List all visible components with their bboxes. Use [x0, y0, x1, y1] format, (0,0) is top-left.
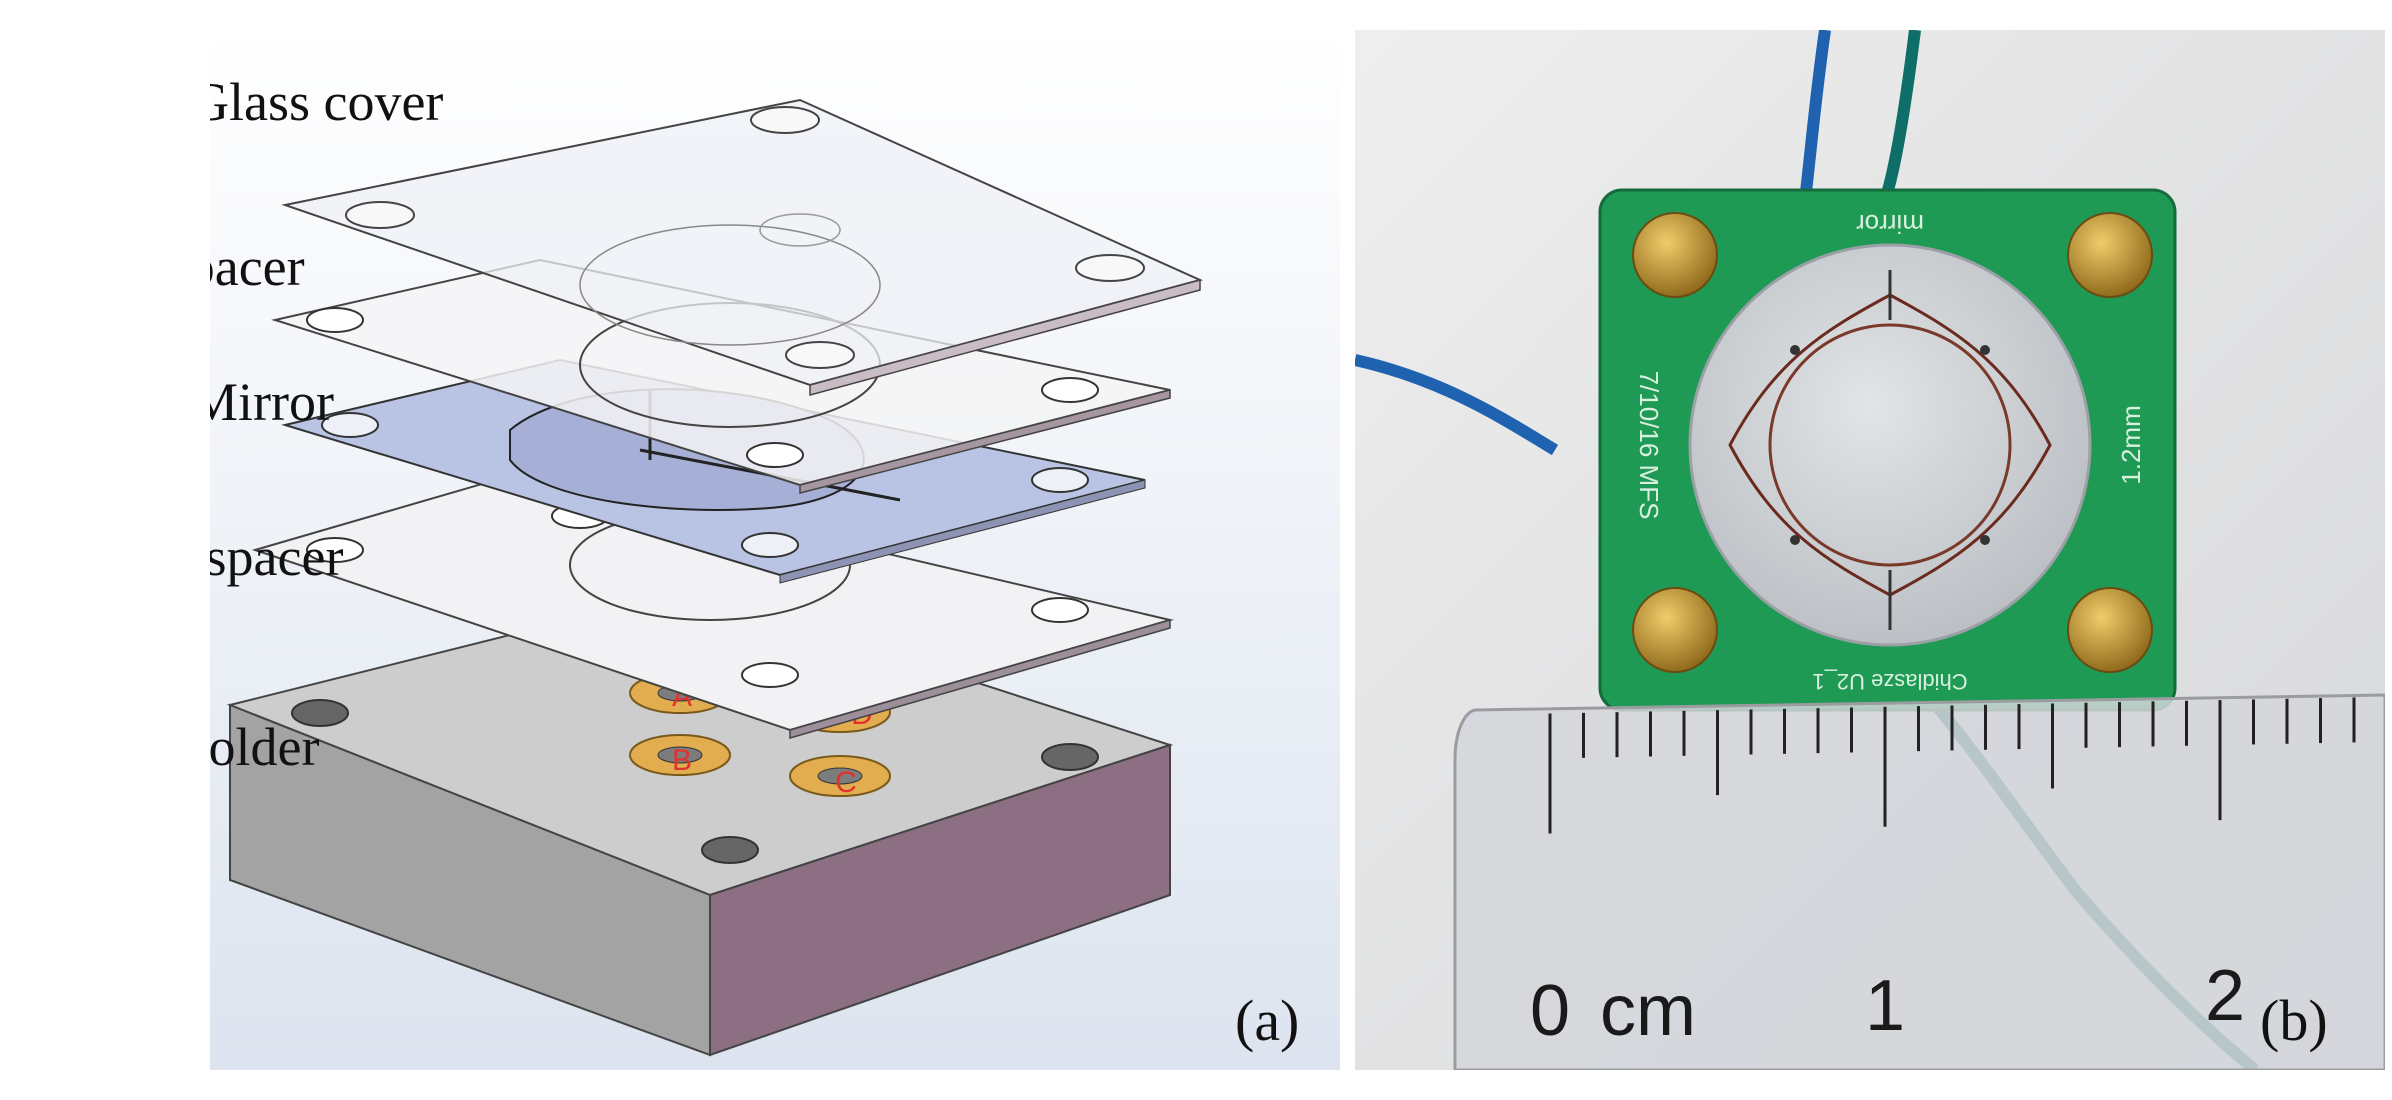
top-spacer-plate [271, 258, 1171, 494]
glass-cover-plate [281, 98, 1203, 396]
pcb-text-right: 1.2mm [2116, 405, 2146, 484]
screws [1632, 212, 2153, 673]
pcb-text-left: 7/10/16 MFS [1634, 371, 1664, 520]
pcb-text-bottom: Chidlasze U2_1 [1812, 669, 1967, 694]
exploded-assembly-drawing: A B C D [210, 30, 1340, 1070]
mirror-disc [1688, 243, 2092, 647]
wire-blue-left [1355, 354, 1559, 456]
screw-top-right [2067, 212, 2153, 298]
ruler-label-1: 1 [1865, 966, 1905, 1046]
panel-a-exploded-view: A B C D [210, 30, 1340, 1070]
label-top-spacer: Top spacer [210, 237, 305, 297]
screw-top-left [1632, 212, 1718, 298]
ruler-label-0: 0 [1530, 971, 1570, 1051]
wire-blue-top [1799, 30, 1831, 201]
label-mirror: Mirror [210, 372, 334, 432]
label-bottom-spacer: Bottom spacer [210, 527, 343, 587]
device-photo: mirror 7/10/16 MFS 1.2mm Chidlasze U2_1 … [1355, 30, 2385, 1070]
screw-bottom-right [2067, 587, 2153, 673]
label-glass-cover: Glass cover [210, 72, 443, 132]
bottom-spacer-plate [251, 468, 1174, 739]
pcb-board: mirror 7/10/16 MFS 1.2mm Chidlasze U2_1 [1598, 188, 2177, 712]
coil-letter-c: C [835, 766, 857, 799]
wire-teal-top [1879, 30, 1921, 202]
panel-tag-a: (a) [1235, 988, 1299, 1053]
pcb-text-top: mirror [1856, 209, 1924, 239]
screw-bottom-left [1632, 587, 1718, 673]
panel-b-photo: mirror 7/10/16 MFS 1.2mm Chidlasze U2_1 … [1355, 30, 2385, 1070]
panel-tag-b: (b) [2260, 988, 2328, 1053]
ruler-label-2: 2 [2205, 956, 2245, 1036]
label-coil-holder: Coil holder [210, 717, 319, 777]
ruler: 0 cm 1 2 [1453, 693, 2385, 1070]
ruler-label-cm: cm [1600, 971, 1696, 1051]
coil-letter-b: B [672, 744, 692, 777]
